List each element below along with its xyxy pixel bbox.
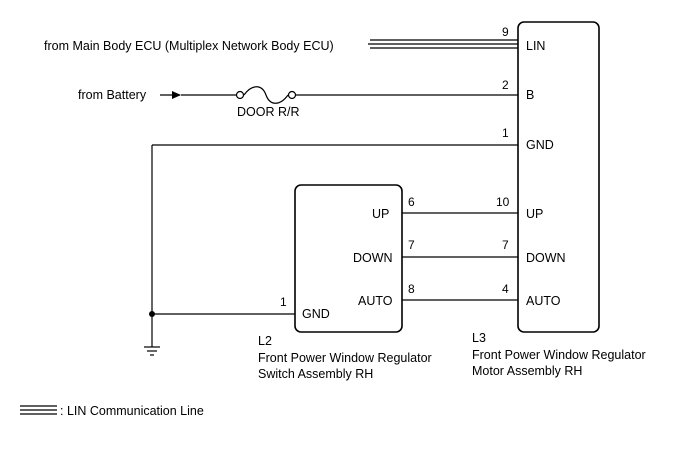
switch-pin-down: 7	[408, 238, 415, 252]
switch-terminal-auto: AUTO	[358, 294, 393, 308]
motor-assembly-box	[517, 21, 600, 333]
motor-terminal-auto: AUTO	[526, 294, 561, 308]
switch-assembly-box	[294, 184, 403, 333]
switch-terminal-up: UP	[372, 207, 389, 221]
motor-pin-auto: 4	[502, 282, 509, 296]
motor-pin-lin: 9	[502, 25, 509, 39]
switch-pin-gnd: 1	[280, 295, 287, 309]
motor-pin-b: 2	[502, 78, 509, 92]
lin-legend-label: : LIN Communication Line	[60, 404, 204, 418]
switch-name-line1: Front Power Window Regulator	[258, 351, 432, 365]
motor-name-line2: Motor Assembly RH	[472, 364, 582, 378]
fuse-label: DOOR R/R	[237, 105, 300, 119]
motor-pin-down: 7	[502, 238, 509, 252]
motor-terminal-down: DOWN	[526, 251, 566, 265]
switch-terminal-down: DOWN	[353, 251, 393, 265]
motor-code: L3	[472, 331, 486, 345]
motor-pin-gnd: 1	[502, 126, 509, 140]
ground-symbol-icon	[144, 346, 160, 356]
switch-pin-auto: 8	[408, 282, 415, 296]
switch-pin-up: 6	[408, 195, 415, 209]
switch-name-line2: Switch Assembly RH	[258, 367, 373, 381]
battery-source-label: from Battery	[78, 88, 147, 102]
motor-terminal-lin: LIN	[526, 39, 545, 53]
ecu-source-label: from Main Body ECU (Multiplex Network Bo…	[44, 39, 334, 53]
lin-legend-symbol	[20, 405, 57, 415]
switch-code: L2	[258, 334, 272, 348]
motor-terminal-gnd: GND	[526, 138, 554, 152]
switch-terminal-gnd: GND	[302, 307, 330, 321]
signal-wires	[402, 212, 518, 301]
lin-wire	[368, 39, 518, 49]
motor-terminal-b: B	[526, 88, 534, 102]
ground-wire	[149, 144, 518, 347]
fuse-symbol	[235, 86, 297, 104]
motor-pin-up: 10	[496, 195, 510, 209]
motor-name-line1: Front Power Window Regulator	[472, 348, 646, 362]
motor-terminal-up: UP	[526, 207, 543, 221]
battery-wire	[160, 91, 518, 99]
